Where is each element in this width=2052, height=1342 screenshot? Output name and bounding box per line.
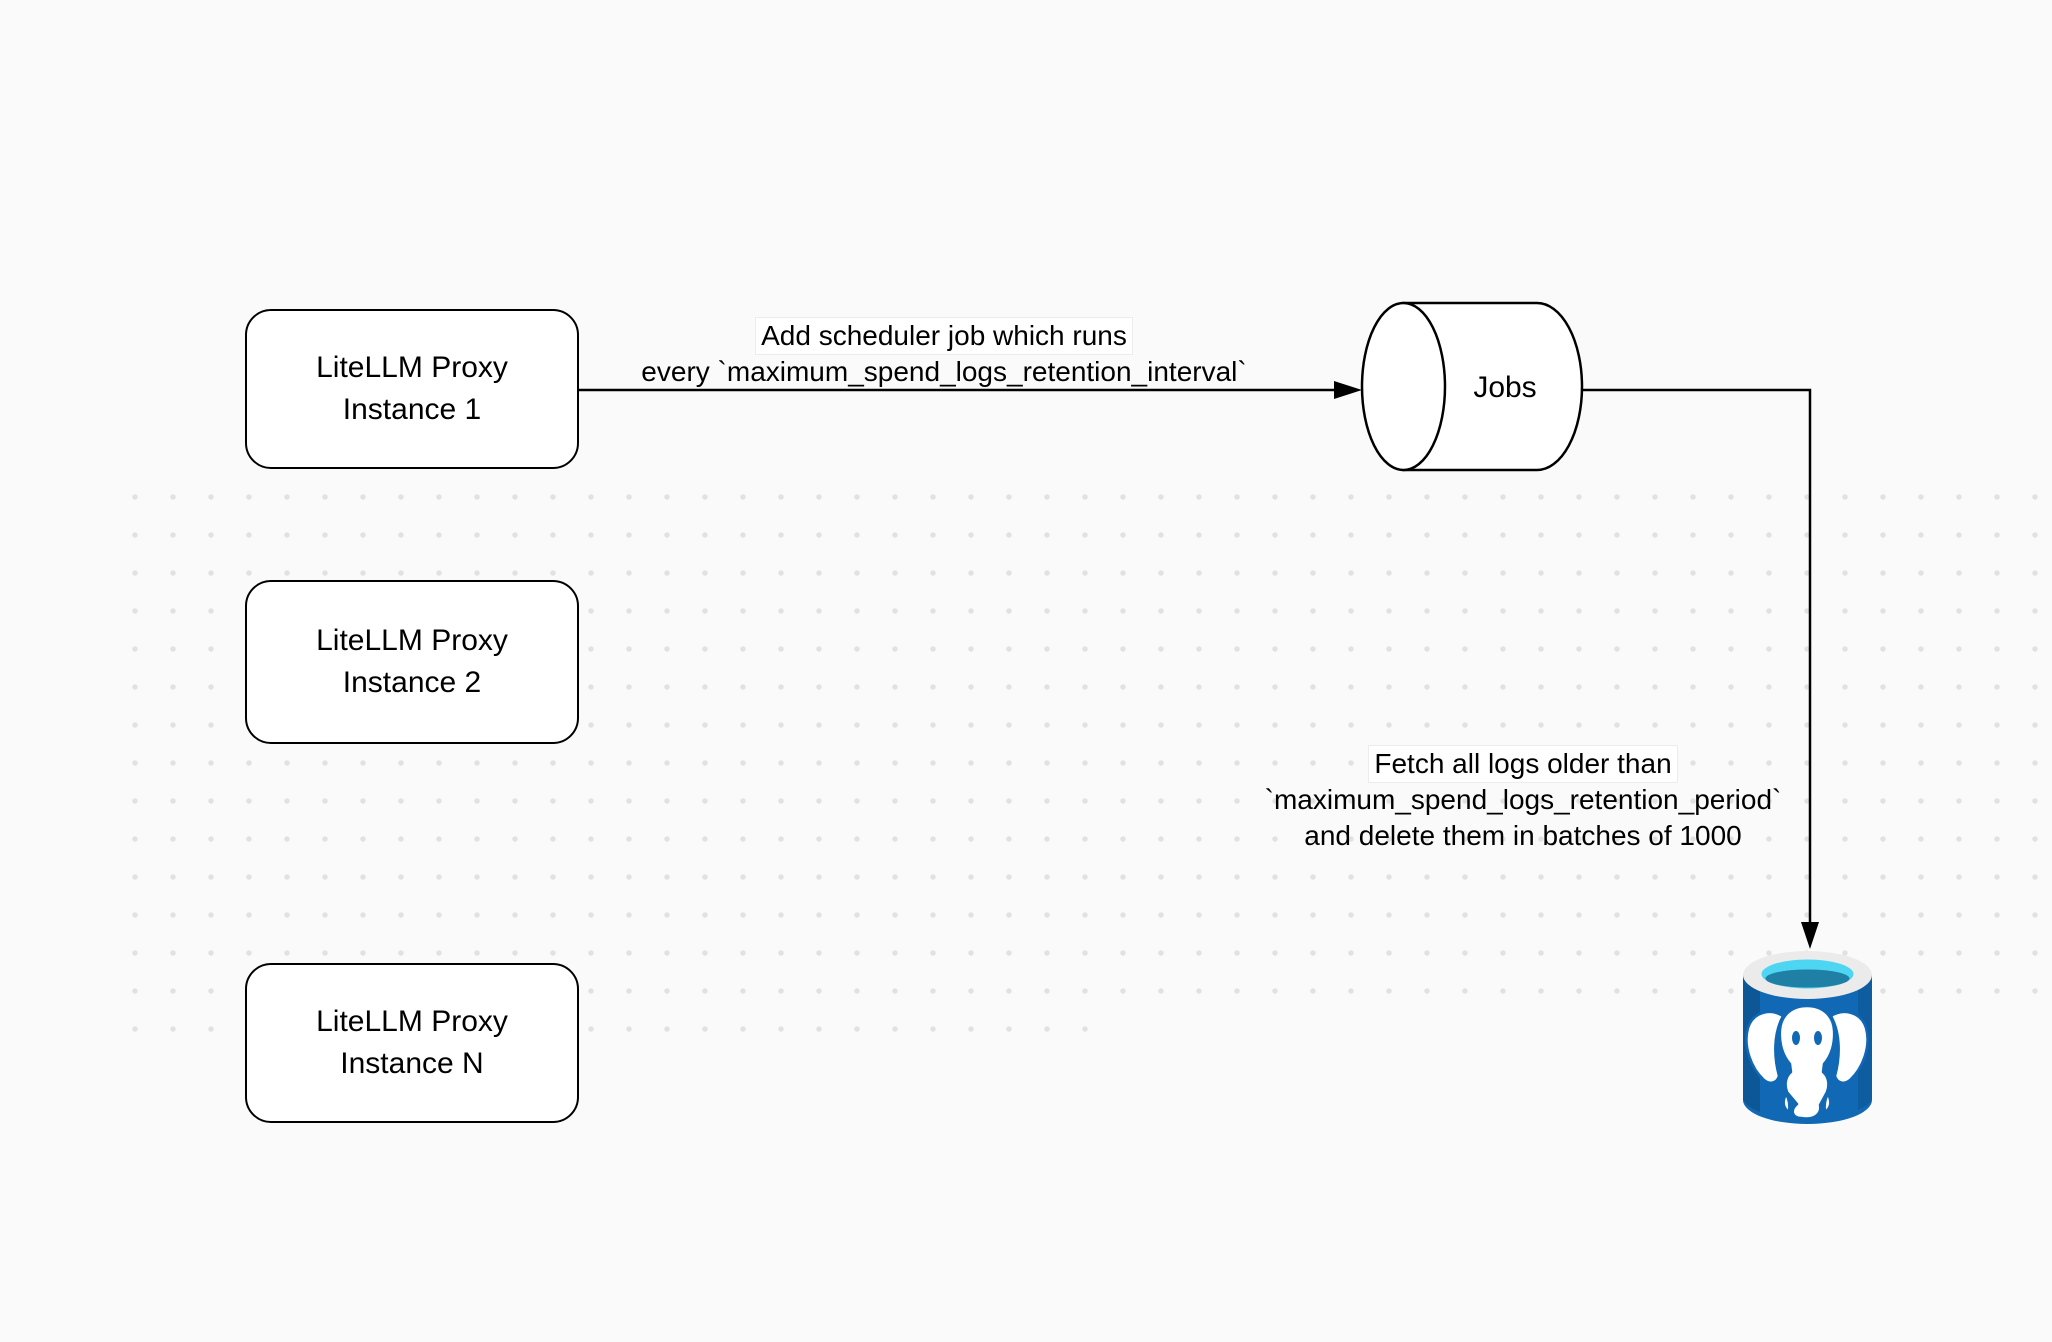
node-litellm-proxy-instance-n: LiteLLM Proxy Instance N [245,963,579,1123]
node-litellm-proxy-instance-1: LiteLLM Proxy Instance 1 [245,309,579,469]
node-litellm-proxy-instance-2: LiteLLM Proxy Instance 2 [245,580,579,744]
edge-fetch-arrowhead-icon [1801,922,1819,949]
elephant-left-eye [1792,1031,1800,1045]
edge-schedule-label: Add scheduler job which runs every `maxi… [594,318,1294,390]
elephant-right-tusk [1823,1092,1832,1114]
edge-fetch-label-line3: and delete them in batches of 1000 [1304,820,1742,851]
elephant-left-ear [1745,1010,1785,1085]
edge-schedule-arrowhead-icon [1334,381,1362,399]
edge-fetch-label-line2: `maximum_spend_logs_retention_period` [1264,784,1782,815]
postgres-elephant-icon [1745,1004,1869,1120]
node-label-line1: LiteLLM Proxy [316,624,508,657]
edge-fetch-label-line1-wrap: Fetch all logs older than [1173,746,1873,782]
node-label-line1: LiteLLM Proxy [316,1005,508,1038]
dot-grid [116,478,2052,1011]
jobs-cylinder-left-cap [1360,301,1447,472]
jobs-label-text: Jobs [1473,371,1537,404]
edge-schedule-label-line1-wrap: Add scheduler job which runs [594,318,1294,354]
jobs-cylinder-body [1402,301,1584,472]
elephant-right-ear [1829,1010,1869,1085]
edge-fetch-label: Fetch all logs older than `maximum_spend… [1173,746,1873,854]
edge-schedule-label-line2: every `maximum_spend_logs_retention_inte… [641,356,1247,387]
jobs-cylinder [1360,301,1584,472]
edge-schedule-label-line1: Add scheduler job which runs [756,318,1132,354]
elephant-right-eye [1814,1031,1822,1045]
jobs-cylinder-label: Jobs [1445,369,1565,407]
edge-fetch-line [1582,388,1812,922]
node-label-line2: Instance N [340,1047,484,1080]
postgres-water-shadow [1765,969,1850,988]
node-label-line2: Instance 1 [342,393,482,426]
postgresql-database-icon [1743,951,1872,1124]
node-label-line2: Instance 2 [342,666,482,699]
elephant-left-tusk [1782,1092,1791,1114]
node-label-line1: LiteLLM Proxy [316,351,508,384]
edge-fetch-label-line1: Fetch all logs older than [1369,746,1677,782]
